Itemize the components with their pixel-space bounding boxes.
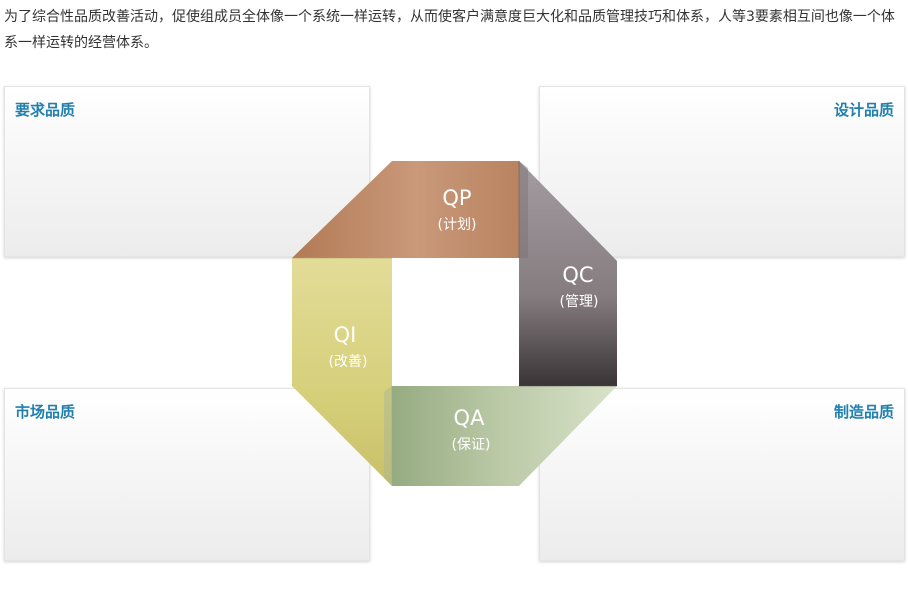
panel-title: 设计品质 xyxy=(833,101,894,119)
panel-title: 制造品质 xyxy=(833,403,894,421)
segment-qc xyxy=(519,161,617,386)
segment-qc-code: QC xyxy=(562,263,593,287)
segment-qi xyxy=(292,258,392,486)
segment-qc-label: (管理) xyxy=(560,294,599,310)
panel-design-quality: 设计品质 xyxy=(539,86,905,257)
segment-qi-label: (改善) xyxy=(329,354,368,370)
segment-qa-code: QA xyxy=(454,406,486,430)
segment-qa xyxy=(392,386,617,486)
fold-shadow xyxy=(384,386,392,486)
segment-qp xyxy=(292,161,519,258)
segment-qa-label: (保证) xyxy=(452,437,491,453)
segment-qp-code: QP xyxy=(442,186,471,210)
segment-qp-label: (计划) xyxy=(438,217,477,233)
panel-requirement-quality: 要求品质 xyxy=(4,86,370,257)
fold-shadow xyxy=(519,161,528,258)
panel-manufacturing-quality: 制造品质 xyxy=(539,388,905,561)
panel-title: 市场品质 xyxy=(15,403,76,421)
segment-qi-code: QI xyxy=(334,323,357,347)
panel-title: 要求品质 xyxy=(15,101,76,119)
panel-market-quality: 市场品质 xyxy=(4,388,370,561)
intro-text: 为了综合性品质改善活动，促使组成员全体像一个系统一样运转，从而使客户满意度巨大化… xyxy=(4,9,895,51)
